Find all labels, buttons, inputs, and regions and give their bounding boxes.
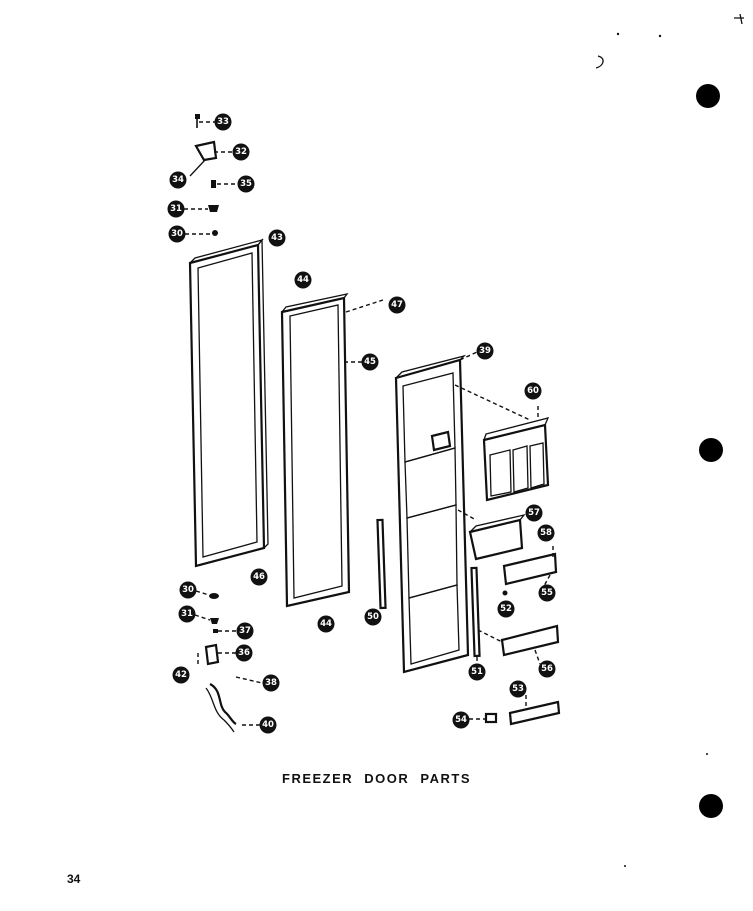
callout-52: 52 xyxy=(497,600,515,618)
svg-text:47: 47 xyxy=(391,300,403,310)
svg-text:38: 38 xyxy=(265,678,277,688)
svg-text:56: 56 xyxy=(541,664,553,674)
door-outer-panel xyxy=(188,238,269,568)
svg-text:54: 54 xyxy=(455,715,467,725)
callout-57: 57 xyxy=(525,504,543,522)
svg-text:44: 44 xyxy=(297,275,309,285)
callout-55: 55 xyxy=(538,584,556,602)
callout-56: 56 xyxy=(538,660,556,678)
svg-text:34: 34 xyxy=(172,175,184,185)
trim-bar xyxy=(508,695,561,726)
callout-51: 51 xyxy=(468,663,486,681)
svg-text:37: 37 xyxy=(239,626,251,636)
svg-text:43: 43 xyxy=(271,233,283,243)
svg-text:30: 30 xyxy=(182,585,194,595)
dispenser-housing xyxy=(482,406,550,502)
callout-33: 33 xyxy=(214,113,232,131)
svg-text:40: 40 xyxy=(262,720,274,730)
door-shelf-small xyxy=(502,545,558,587)
svg-text:33: 33 xyxy=(217,117,229,127)
callout-42: 42 xyxy=(172,666,190,684)
svg-text:44: 44 xyxy=(320,619,332,629)
hinge-bracket xyxy=(469,712,498,724)
svg-text:58: 58 xyxy=(540,528,552,538)
svg-text:45: 45 xyxy=(364,357,376,367)
binder-hole-top xyxy=(696,84,720,108)
svg-text:53: 53 xyxy=(512,684,524,694)
callout-labels: 33 32 34 35 31 30 43 44 47 45 39 60 57 5… xyxy=(167,113,556,734)
callout-47: 47 xyxy=(388,296,406,314)
callout-32: 32 xyxy=(232,143,250,161)
callout-43: 43 xyxy=(268,229,286,247)
callout-50: 50 xyxy=(364,608,382,626)
svg-text:42: 42 xyxy=(175,670,187,680)
svg-text:50: 50 xyxy=(367,612,379,622)
callout-36: 36 xyxy=(235,644,253,662)
door-bin-upper xyxy=(468,513,526,561)
svg-text:31: 31 xyxy=(181,609,193,619)
scan-marks xyxy=(595,13,744,867)
callout-53: 53 xyxy=(509,680,527,698)
svg-text:31: 31 xyxy=(170,204,182,214)
callout-54: 54 xyxy=(452,711,470,729)
binder-hole-bottom xyxy=(699,794,723,818)
svg-text:51: 51 xyxy=(471,667,483,677)
svg-text:35: 35 xyxy=(240,179,252,189)
callout-58: 58 xyxy=(537,524,555,542)
svg-text:39: 39 xyxy=(479,346,491,356)
svg-text:32: 32 xyxy=(235,147,247,157)
callout-40: 40 xyxy=(259,716,277,734)
liner-strip xyxy=(376,518,387,610)
svg-text:36: 36 xyxy=(238,648,250,658)
svg-text:52: 52 xyxy=(500,604,512,614)
svg-text:57: 57 xyxy=(528,508,540,518)
bottom-hinge-parts xyxy=(194,590,263,733)
callout-45: 45 xyxy=(361,353,379,371)
callout-34: 34 xyxy=(169,171,187,189)
callout-30-bottom: 30 xyxy=(179,581,197,599)
door-shelf-long xyxy=(477,624,560,665)
callout-31-bottom: 31 xyxy=(178,605,196,623)
callout-44-bottom: 44 xyxy=(317,615,335,633)
door-liner xyxy=(394,351,531,674)
callout-30-top: 30 xyxy=(168,225,186,243)
svg-text:60: 60 xyxy=(527,386,539,396)
binder-hole-middle xyxy=(699,438,723,462)
callout-31-top: 31 xyxy=(167,200,185,218)
callout-35: 35 xyxy=(237,175,255,193)
top-hinge-parts xyxy=(184,114,238,236)
callout-60: 60 xyxy=(524,382,542,400)
callout-46: 46 xyxy=(250,568,268,586)
callout-37: 37 xyxy=(236,622,254,640)
page-number: 34 xyxy=(67,872,81,886)
shelf-rail xyxy=(470,566,508,664)
svg-text:55: 55 xyxy=(541,588,553,598)
svg-text:46: 46 xyxy=(253,572,265,582)
door-gasket xyxy=(280,293,384,608)
svg-text:30: 30 xyxy=(171,229,183,239)
diagram-title: FREEZER DOOR PARTS xyxy=(282,771,471,786)
callout-44-top: 44 xyxy=(294,271,312,289)
callout-39: 39 xyxy=(476,342,494,360)
callout-38: 38 xyxy=(262,674,280,692)
